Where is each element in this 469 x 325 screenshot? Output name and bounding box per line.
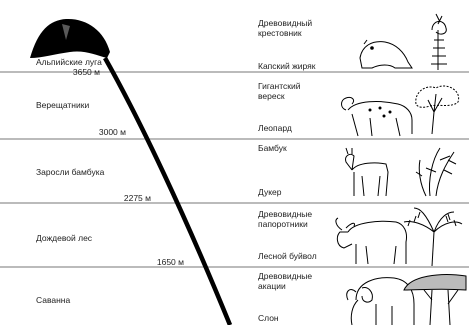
elephant-icon bbox=[347, 278, 414, 325]
plant-label-alpine: Древовидный крестовник bbox=[258, 18, 312, 38]
zone-name-heath: Верещатники bbox=[36, 100, 89, 110]
bamboo-icon bbox=[416, 148, 456, 196]
animal-label-savanna: Слон bbox=[258, 313, 279, 323]
animal-label-rainforest: Лесной буйвол bbox=[258, 251, 317, 261]
plant-label-savanna: Древовидные акации bbox=[258, 271, 312, 291]
zone-name-alpine: Альпийские луга bbox=[36, 57, 102, 67]
zone-name-savanna: Саванна bbox=[36, 295, 70, 305]
duiker-icon bbox=[346, 148, 388, 196]
tree-fern-icon bbox=[404, 208, 462, 266]
zone-altitude-alpine: 3650 м bbox=[52, 67, 100, 77]
plant-label-bamboo: Бамбук bbox=[258, 143, 287, 153]
mountain-peak-icon bbox=[30, 19, 110, 58]
animal-label-bamboo: Дукер bbox=[258, 187, 281, 197]
plant-label-rainforest: Древовидные папоротники bbox=[258, 209, 312, 229]
animal-label-alpine: Капский жиряк bbox=[258, 61, 316, 71]
giant-heath-icon bbox=[416, 86, 459, 134]
zone-altitude-bamboo: 2275 м bbox=[95, 193, 151, 203]
animal-label-heath: Леопард bbox=[258, 123, 292, 133]
leopard-icon bbox=[342, 97, 413, 136]
zone-altitude-heath: 3000 м bbox=[70, 127, 126, 137]
plant-label-heath: Гигантский вереск bbox=[258, 81, 300, 101]
mountain-slope-curve bbox=[105, 58, 230, 325]
rock-hyrax-icon bbox=[360, 40, 412, 68]
forest-buffalo-icon bbox=[336, 218, 407, 264]
zone-name-bamboo: Заросли бамбука bbox=[36, 167, 104, 177]
zone-name-rainforest: Дождевой лес bbox=[36, 233, 92, 243]
groundsel-tree-icon bbox=[431, 14, 447, 70]
zone-altitude-rainforest: 1650 м bbox=[128, 257, 184, 267]
